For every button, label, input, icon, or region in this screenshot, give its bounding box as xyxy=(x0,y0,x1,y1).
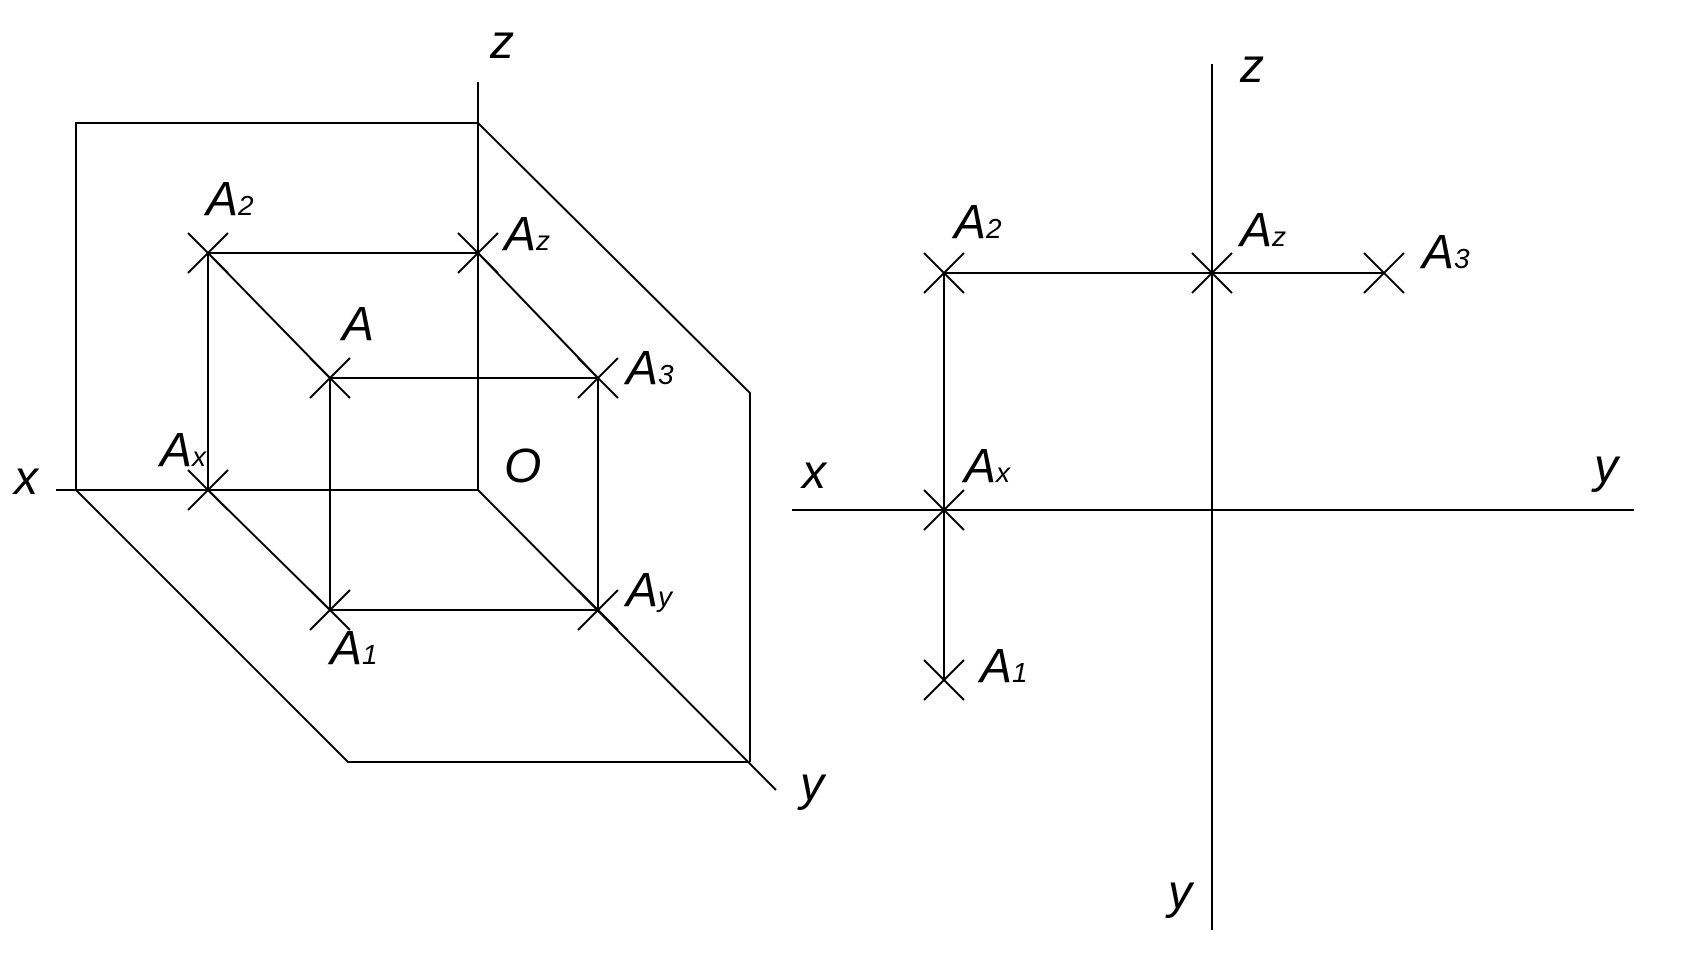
marker-ax-right xyxy=(923,489,965,531)
label-a: A xyxy=(339,298,374,351)
marker-a3 xyxy=(577,357,619,399)
proj-az-a3 xyxy=(477,252,599,379)
marker-a2 xyxy=(187,232,229,274)
label-ax: Ax xyxy=(157,424,207,477)
label-x-right: x xyxy=(800,446,828,499)
label-x: x xyxy=(12,452,40,505)
marker-ax xyxy=(187,469,229,511)
marker-az-right xyxy=(1191,252,1233,294)
label-az: Az xyxy=(501,208,550,261)
marker-a3-right xyxy=(1363,252,1405,294)
label-a2-right: A2 xyxy=(951,196,1002,249)
label-a2: A2 xyxy=(203,173,254,226)
right-diagram: z x y y A2 Az A3 Ax A1 xyxy=(792,40,1634,930)
proj-a2-a xyxy=(207,252,331,379)
label-z: z xyxy=(489,16,514,69)
label-az-right: Az xyxy=(1237,204,1286,257)
marker-a1-right xyxy=(923,659,965,701)
label-origin: O xyxy=(504,440,541,493)
label-a1: A1 xyxy=(327,622,378,675)
marker-a1 xyxy=(309,589,351,631)
left-diagram: z x y O A2 Az A A3 Ax A1 Ay xyxy=(12,16,827,811)
label-a3-right: A3 xyxy=(1419,226,1470,279)
proj-ax-a1 xyxy=(207,489,331,611)
profile-plane-outline xyxy=(477,122,751,762)
label-ax-right: Ax xyxy=(961,440,1011,493)
marker-az xyxy=(457,232,499,274)
label-a1-right: A1 xyxy=(977,640,1028,693)
frontal-plane-outline xyxy=(75,122,478,490)
marker-a xyxy=(309,357,351,399)
label-y-vertical: y xyxy=(1165,866,1195,919)
y-axis xyxy=(477,489,777,791)
label-y-horizontal: y xyxy=(1591,440,1621,493)
label-a3: A3 xyxy=(623,342,674,395)
label-ay: Ay xyxy=(623,564,674,617)
label-z-right: z xyxy=(1239,40,1264,93)
marker-a2-right xyxy=(923,252,965,294)
marker-ay xyxy=(577,589,619,631)
label-y: y xyxy=(797,758,827,811)
horizontal-plane-outline xyxy=(75,489,750,763)
